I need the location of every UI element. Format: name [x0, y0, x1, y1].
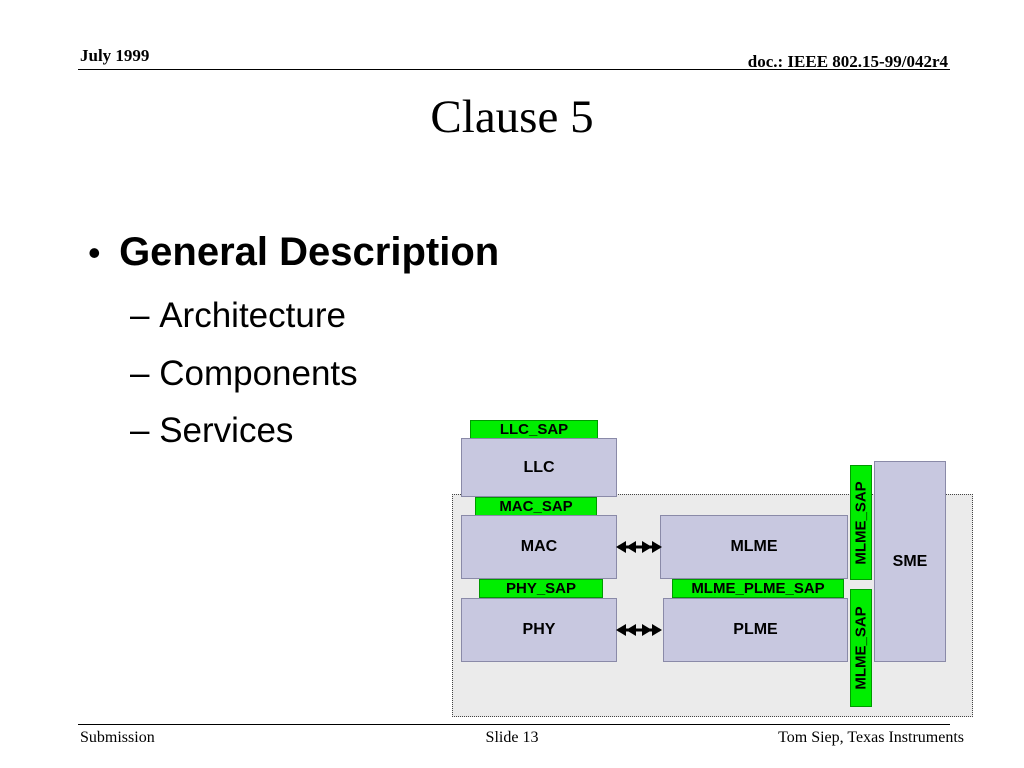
mlme-sap-lower: MLME_SAP [850, 589, 872, 707]
sub-bullet-text: Services [159, 411, 294, 450]
mac-mlme-connector-icon [616, 541, 662, 553]
header-date: July 1999 [80, 46, 150, 65]
sub-bullet-services: – Services [130, 411, 294, 450]
slide-title: Clause 5 [430, 91, 594, 143]
mlme-sap-upper-label: MLME_SAP [852, 480, 870, 565]
main-bullet-text: General Description [119, 230, 500, 274]
footer-author: Tom Siep, Texas Instruments [778, 729, 964, 746]
bullet-dot: • [88, 232, 101, 273]
sub-bullet-components: – Components [130, 354, 358, 393]
phy-plme-connector-icon [616, 624, 662, 636]
phy-box: PHY [461, 598, 617, 662]
mac-sap: MAC_SAP [475, 497, 597, 516]
footer-slide-number: Slide 13 [485, 729, 539, 746]
main-bullet: • General Description [88, 230, 499, 275]
sub-bullet-text: Components [159, 354, 358, 393]
sme-box: SME [874, 461, 946, 662]
phy-sap: PHY_SAP [479, 579, 603, 598]
llc-sap: LLC_SAP [470, 420, 598, 439]
mlme-plme-sap: MLME_PLME_SAP [672, 579, 844, 598]
header-rule [78, 69, 950, 70]
mlme-sap-upper: MLME_SAP [850, 465, 872, 580]
plme-box: PLME [663, 598, 848, 662]
footer-rule [78, 724, 950, 725]
sub-bullet-text: Architecture [159, 296, 346, 335]
footer-submission: Submission [80, 729, 155, 746]
llc-box: LLC [461, 438, 617, 497]
mac-box: MAC [461, 515, 617, 579]
sub-bullet-architecture: – Architecture [130, 296, 346, 335]
mlme-sap-lower-label: MLME_SAP [852, 606, 870, 690]
mlme-box: MLME [660, 515, 848, 579]
header-doc-id: doc.: IEEE 802.15-99/042r4 [747, 52, 948, 71]
